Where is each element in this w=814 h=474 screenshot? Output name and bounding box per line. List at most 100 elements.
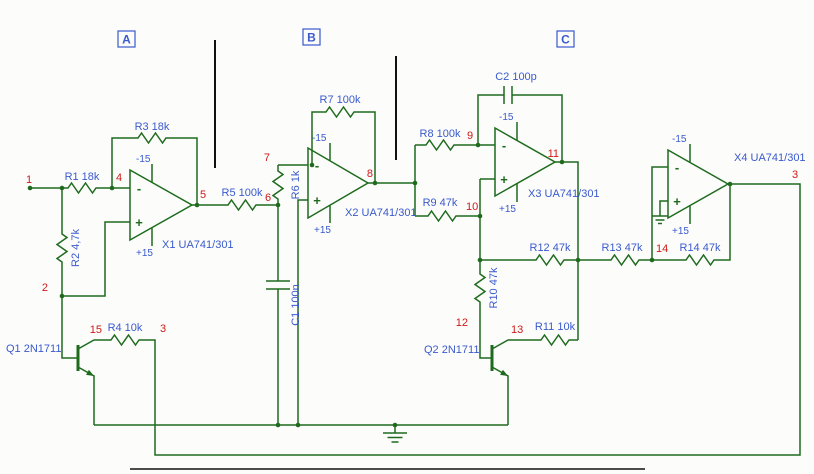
r5-label: R5 100k [222, 187, 263, 199]
x1-neg-supply-label: -15 [136, 154, 151, 165]
r2-label: R2 4,7k [70, 229, 82, 267]
r13-label: R13 47k [602, 242, 643, 254]
junction-dot [109, 185, 115, 191]
section-label-c: C [561, 33, 570, 47]
resistor-r13 [604, 254, 646, 266]
node-6-label: 6 [265, 192, 271, 204]
transistor-q2-emitter-arrow [500, 369, 508, 376]
r4-label: R4 10k [108, 322, 143, 334]
junction-dot [309, 162, 315, 168]
r3-label: R3 18k [135, 121, 170, 133]
section-label-b: B [307, 31, 316, 45]
section-box-a [117, 30, 136, 48]
x3-noninverting-mark: + [500, 172, 508, 187]
junction-dot [372, 180, 378, 186]
x3-label: X3 UA741/301 [528, 188, 600, 200]
wires [30, 94, 801, 456]
junction-dot [477, 257, 483, 263]
x1-noninverting-mark: + [135, 215, 143, 230]
node-2-label: 2 [42, 282, 48, 294]
resistor-r7 [319, 106, 361, 118]
x3-neg-supply-label: -15 [499, 112, 514, 123]
r1-label: R1 18k [65, 171, 100, 183]
node-5-label: 5 [200, 189, 206, 201]
ground-symbol [383, 425, 407, 443]
junction-dot [412, 180, 418, 186]
r6-label: R6 1k [290, 170, 302, 199]
node-12-label: 12 [456, 317, 468, 329]
wire-q1-emitter [77, 366, 95, 425]
resistor-r6 [272, 164, 284, 206]
x4-label: X4 UA741/301 [734, 152, 806, 164]
wire-r14-feedback [720, 184, 731, 261]
node-11-label: 11 [548, 148, 559, 160]
junction-dot [194, 202, 200, 208]
capacitor-c1 [266, 280, 290, 290]
section-box-b [302, 28, 321, 46]
supply-labels: -15 +15 -15 +15 -15 +15 -15 +15 [136, 112, 689, 259]
x1-pos-supply-label: +15 [136, 248, 153, 259]
r7-label: R7 100k [320, 94, 361, 106]
node-numbers: 1 2 3 3 4 5 6 7 8 9 10 11 12 13 14 15 [26, 130, 798, 336]
r11-label: R11 10k [535, 321, 576, 333]
wire-q2-collector [491, 339, 535, 350]
wire-c2-to-output [512, 94, 563, 162]
wire-q1-collector [77, 339, 105, 350]
c2-label: C2 100p [495, 71, 537, 83]
q1-label: Q1 2N1711 [6, 343, 61, 355]
x2-inverting-mark: - [315, 158, 319, 173]
node-9-label: 9 [467, 130, 473, 142]
resistor-r11 [534, 334, 576, 346]
junction-dot [275, 422, 281, 428]
junction-dot [649, 257, 655, 263]
junction-dot [727, 181, 733, 187]
junction-dots [27, 142, 733, 428]
resistor-r14 [679, 254, 721, 266]
wire-net-n4-feedback [111, 137, 198, 205]
component-labels: R1 18k R2 4,7k R3 18k R4 10k R5 100k R6 … [6, 71, 806, 356]
wire-net-input [30, 187, 130, 228]
r12-label: R12 47k [530, 242, 571, 254]
node-3-label-right: 3 [792, 169, 798, 181]
node-15-label: 15 [90, 324, 102, 336]
r8-label: R8 100k [420, 128, 461, 140]
x3-inverting-mark: - [502, 138, 506, 153]
x2-label: X2 UA741/301 [345, 207, 417, 219]
x2-neg-supply-label: -15 [312, 133, 327, 144]
opamp-marks: - + - + - + - + [135, 138, 681, 230]
x1-label: X1 UA741/301 [162, 239, 234, 251]
node-14-label: 14 [656, 243, 668, 255]
junction-dot [559, 159, 565, 165]
node-10-label: 10 [466, 201, 478, 213]
x1-inverting-mark: - [137, 181, 141, 196]
opamp-x1-body [129, 168, 194, 242]
junction-dot [59, 293, 65, 299]
resistor-r5 [221, 199, 263, 211]
c1-label: C1 100n [290, 284, 302, 326]
x2-pos-supply-label: +15 [314, 225, 331, 236]
capacitor-c2 [503, 86, 513, 104]
section-markers: A B C [117, 28, 575, 48]
x4-noninverting-mark: + [673, 194, 681, 209]
junction-dot [575, 257, 581, 263]
wire-net-n10 [462, 178, 530, 268]
resistor-r8 [419, 139, 461, 151]
resistor-r10 [474, 267, 486, 309]
wire-x4-noninv-ground [659, 200, 668, 216]
wire-net-n3-loop [145, 183, 801, 456]
wire-net-n8 [360, 111, 422, 217]
node-7-label: 7 [264, 152, 270, 164]
node-13-label: 13 [511, 324, 523, 336]
node-4-label: 4 [116, 172, 122, 184]
r14-label: R14 47k [680, 242, 721, 254]
section-label-a: A [122, 33, 131, 47]
x3-pos-supply-label: +15 [499, 204, 516, 215]
transistor-q1-emitter-arrow [86, 369, 94, 376]
resistor-r4 [104, 334, 146, 346]
section-box-c [556, 30, 575, 48]
components [56, 86, 730, 443]
q2-label: Q2 2N1711 [424, 344, 479, 356]
opamp-x4-body [667, 148, 730, 220]
wire-net-n7 [278, 111, 320, 166]
